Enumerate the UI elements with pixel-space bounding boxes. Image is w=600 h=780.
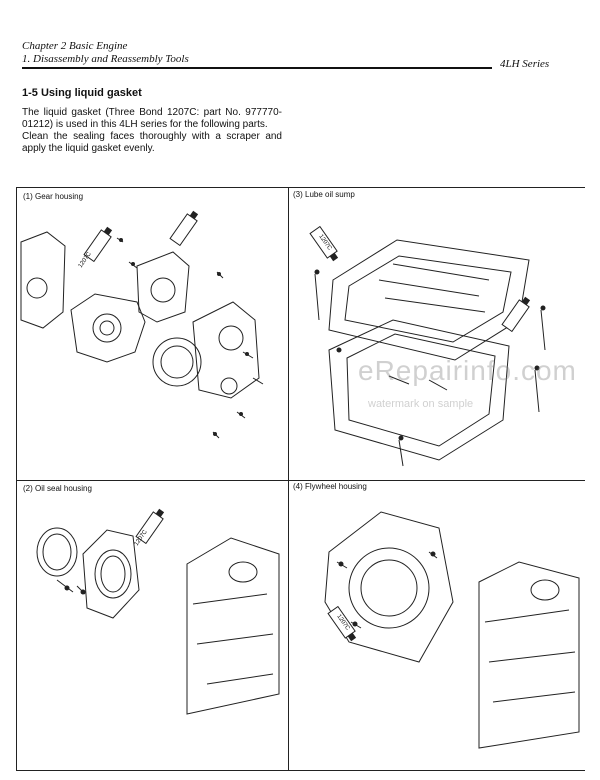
liquid-gasket-tube-icon [501, 296, 531, 333]
header-rule [22, 67, 492, 69]
gear-housing-diagram: 1207C [20, 210, 264, 439]
figure-grid: (1) Gear housing 1207C [16, 187, 585, 771]
tube-label: 1207C [78, 251, 93, 269]
liquid-gasket-tube-icon [327, 605, 357, 642]
paragraph-instruction: Clean the sealing faces thoroughly with … [22, 131, 282, 154]
liquid-gasket-tube-icon [309, 225, 339, 262]
liquid-gasket-tube-icon [169, 210, 199, 247]
flywheel-housing-diagram: 1207C [324, 511, 580, 749]
caption-lube-oil-sump: (3) Lube oil sump [293, 190, 355, 199]
running-header: Chapter 2 Basic Engine 1. Disassembly an… [22, 40, 189, 66]
caption-flywheel-housing: (4) Flywheel housing [293, 482, 367, 491]
liquid-gasket-tube-icon [83, 226, 113, 263]
section-title: 1-5 Using liquid gasket [22, 87, 142, 99]
grid-divider-vertical [288, 188, 289, 770]
liquid-gasket-tube-icon [135, 508, 165, 545]
series-label: 4LH Series [500, 58, 550, 70]
caption-oil-seal-housing: (2) Oil seal housing [23, 484, 92, 493]
instruction-text: The liquid gasket (Three Bond 1207C: par… [22, 107, 282, 155]
grid-divider-horizontal [17, 480, 585, 481]
section-subtitle: 1. Disassembly and Reassembly Tools [22, 53, 189, 65]
oil-seal-housing-diagram: 1207C [36, 508, 280, 715]
caption-gear-housing: (1) Gear housing [23, 192, 84, 201]
watermark-sample: watermark on sample [368, 398, 474, 410]
watermark-site: eRepairinfo.com [358, 355, 577, 386]
lube-oil-sump-diagram: 1207C [309, 225, 546, 467]
paragraph-intro: The liquid gasket (Three Bond 1207C: par… [22, 107, 282, 130]
chapter-title: Chapter 2 Basic Engine [22, 40, 128, 52]
